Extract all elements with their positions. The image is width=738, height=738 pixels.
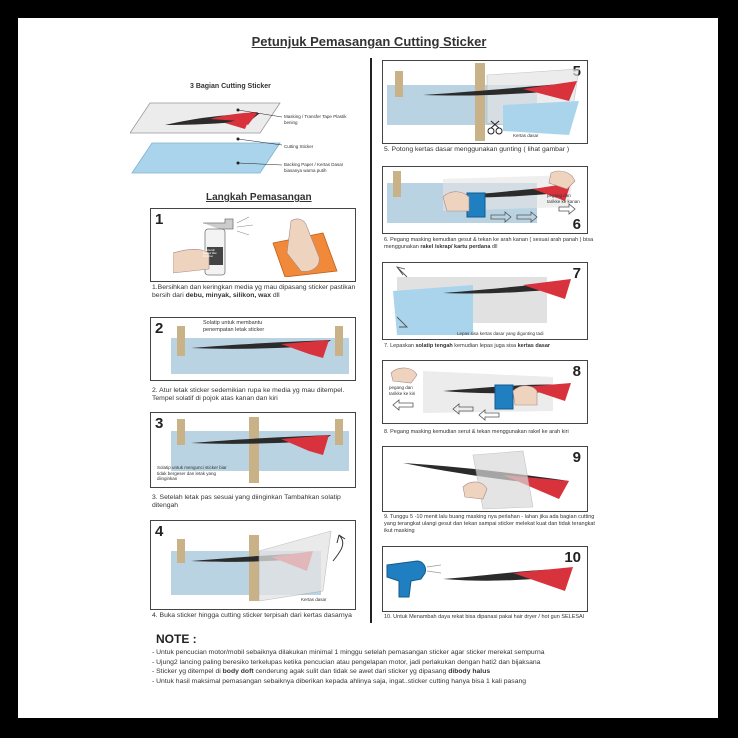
step-1-panel: 1 (150, 208, 356, 282)
step-10-number: 10 (564, 549, 581, 566)
parts-diagram (130, 102, 283, 174)
step-2-label: Solatip untuk membantu penempatan letak … (203, 320, 265, 333)
note-item-3-end: dibody halus (448, 668, 491, 675)
instruction-sheet (18, 18, 718, 718)
step-7-caption-mid: kemudian lepas juga sisa (452, 343, 518, 349)
step-7-illustration (393, 266, 571, 335)
step-8-illustration (390, 367, 571, 421)
step-9-number: 9 (572, 449, 581, 466)
note-title: NOTE : (156, 632, 197, 646)
note-item-3-mid: cenderung agak sulit dan tidak se awet d… (253, 668, 449, 675)
note-item-3-emphasis: body doft (222, 668, 254, 675)
step-6-caption-text: 6. Pegang masking kemudian gesut & tekan… (384, 237, 594, 250)
step-9-illustration (403, 450, 569, 510)
step-1-caption-emphasis: debu, minyak, silikon, wax (185, 292, 271, 299)
backing-label: Backing Paper / Kertas Dasar biasanya wa… (284, 162, 344, 173)
note-list: - Untuk pencucian motor/mobil sebaiknya … (152, 648, 545, 686)
cleaning-illustration (173, 216, 338, 277)
step-6-caption: 6. Pegang masking kemudian gesut & tekan… (384, 237, 599, 251)
step-2-number: 2 (155, 320, 164, 337)
step-10-caption: 10. Untuk Menambah daya rekat bisa dipan… (384, 614, 585, 620)
step-6-illustration (387, 170, 576, 223)
step-3-panel: 3 Solatip untuk mengunci sticker biar ti… (150, 412, 356, 488)
step-1-number: 1 (155, 211, 164, 228)
step-5-label: Kertas dasar (513, 133, 539, 138)
bottle-label: Pembersih Kaca & Wax Remover (203, 249, 217, 258)
page-title: Petunjuk Pemasangan Cutting Sticker (251, 34, 487, 49)
step-6-number: 6 (572, 216, 581, 233)
step-3-number: 3 (155, 415, 164, 432)
step-1-caption: 1.Bersihkan dan keringkan media yg mau d… (152, 284, 362, 300)
step-5-panel: 5 Kertas dasar (382, 60, 588, 144)
column-divider (370, 58, 372, 623)
step-4-label: Kertas dasar (301, 597, 327, 602)
step-8-number: 8 (572, 363, 581, 380)
step-6-caption-emphasis: rakel /skrap/ kartu perdana (420, 244, 491, 250)
step-3-illustration (171, 417, 349, 483)
step-6-caption-end: dll (490, 244, 498, 250)
sticker-label: Cutting Sticker (284, 144, 314, 149)
step-4-caption: 4. Buka sticker hingga cutting sticker t… (152, 612, 352, 619)
step-3-caption: 3. Setelah letak pas sesuai yang diingin… (152, 494, 341, 509)
step-10-panel: 10 (382, 546, 588, 612)
step-7-label: Lepas sisa kertas dasar yang digunting t… (457, 331, 544, 336)
step-7-number: 7 (572, 265, 581, 282)
step-8-label: pegang dan tarikke ke kiri (389, 385, 416, 396)
step-9-panel: 9 (382, 446, 588, 512)
note-item-3-text: - Sticker yg ditempel di (152, 668, 223, 675)
step-8-caption: 8. Pegang masking kemudian serut & tekan… (384, 429, 569, 435)
masking-label: Masking / Transfer Tape Plastik bening (284, 114, 347, 125)
note-item-4: - Untuk hasil maksimal pemasangan sebaik… (152, 677, 527, 685)
step-4-panel: 4 Kertas dasar (150, 520, 356, 610)
step-7-panel: 7 Lepas sisa kertas dasar yang digunting… (382, 262, 588, 340)
steps-heading: Langkah Pemasangan (206, 192, 312, 203)
step-9-caption: 9. Tunggu 5 -10 menit lalu buang masking… (384, 514, 595, 534)
step-1-caption-end: dll (271, 292, 280, 299)
step-7-caption-text: 7. Lepaskan (384, 343, 416, 349)
step-7-caption: 7. Lepaskan solatip tengah kemudian lepa… (384, 342, 599, 350)
step-4-illustration (171, 530, 346, 602)
step-8-panel: 8 pegang dan tarikke ke kiri (382, 360, 588, 424)
step-4-number: 4 (155, 523, 164, 540)
parts-heading: 3 Bagian Cutting Sticker (190, 83, 271, 90)
step-2-illustration (171, 326, 349, 374)
step-10-illustration (386, 560, 573, 598)
step-2-caption: 2. Atur letak sticker sedemikian rupa ke… (152, 387, 345, 402)
step-1-caption-text: 1.Bersihkan dan keringkan media yg mau d… (152, 284, 356, 299)
step-2-panel: 2 Solatip untuk membantu penempatan leta… (150, 317, 356, 381)
step-3-label: Solatip untuk mengunci sticker biar tida… (157, 465, 227, 481)
step-7-caption-emphasis: solatip tengah (415, 343, 453, 349)
step-6-panel: 6 pegang dan tarikke ke kanan (382, 166, 588, 234)
step-5-illustration (387, 63, 580, 141)
note-item-2: - Ujung2 lancing paling beresiko terkelu… (152, 658, 541, 666)
note-item-3: - Sticker yg ditempel di body doft cende… (152, 667, 545, 677)
note-item-1: - Untuk pencucian motor/mobil sebaiknya … (152, 649, 545, 656)
step-5-caption: 5. Potong kertas dasar menggunakan gunti… (384, 146, 570, 153)
step-6-label: pegang dan tarikke ke kanan (547, 193, 580, 204)
step-7-caption-end: kertas dasar (517, 343, 551, 349)
